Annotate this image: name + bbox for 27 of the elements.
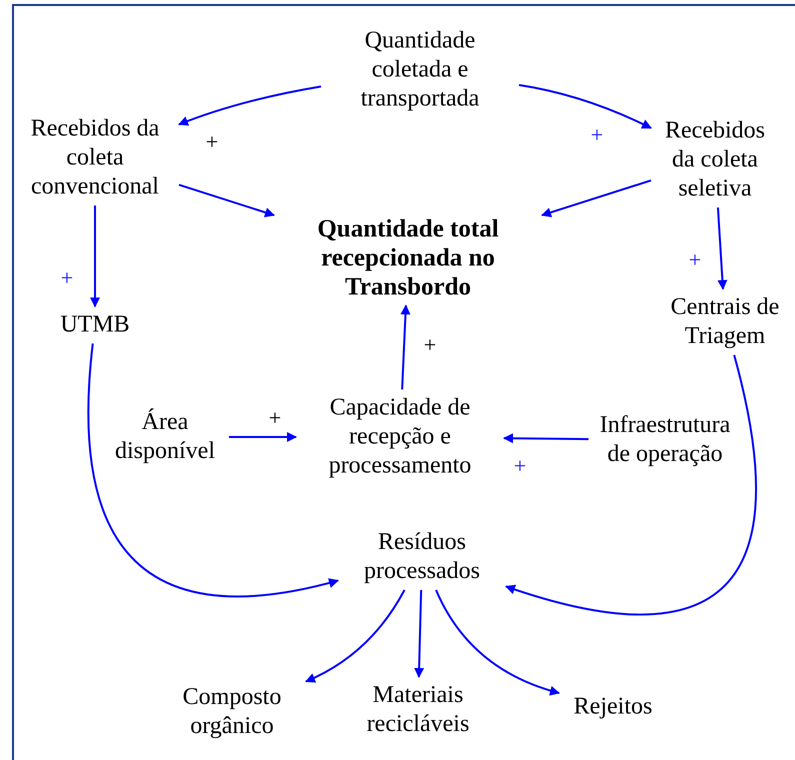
variable-label: Centrais de Triagem xyxy=(670,293,780,351)
variable-label: Recebidos da coleta seletiva xyxy=(664,116,766,204)
variable-label: Quantidade total recepcionada no Transbordo xyxy=(316,214,500,302)
variable-label: Materiais recicláveis xyxy=(366,681,470,739)
arrow xyxy=(229,432,297,442)
variable-label: Quantidade coletada e transportada xyxy=(360,26,480,114)
arrow xyxy=(178,184,275,218)
variable-label: Composto orgânico xyxy=(182,683,282,741)
variable-label: Capacidade de recepção e processamento xyxy=(328,394,472,480)
arrow xyxy=(503,433,589,444)
variable-label: UTMB xyxy=(59,310,131,340)
variable-label: Infraestrutura de operação xyxy=(598,411,732,469)
arrow xyxy=(400,304,410,390)
variable-label: Rejeitos xyxy=(572,692,654,722)
variable-label: Área disponível xyxy=(114,408,216,466)
arrow xyxy=(414,590,424,678)
arrow xyxy=(435,590,560,696)
arrow xyxy=(541,179,652,218)
arrow xyxy=(505,354,757,616)
variable-label: Resíduos processados xyxy=(363,528,481,586)
arrow xyxy=(518,84,652,129)
arrow xyxy=(178,86,322,126)
arrow xyxy=(88,343,339,598)
arrow xyxy=(305,590,406,682)
variable-label: Recebidos da coleta convencional xyxy=(30,114,160,202)
arrow xyxy=(716,207,728,290)
arrow xyxy=(90,206,100,308)
